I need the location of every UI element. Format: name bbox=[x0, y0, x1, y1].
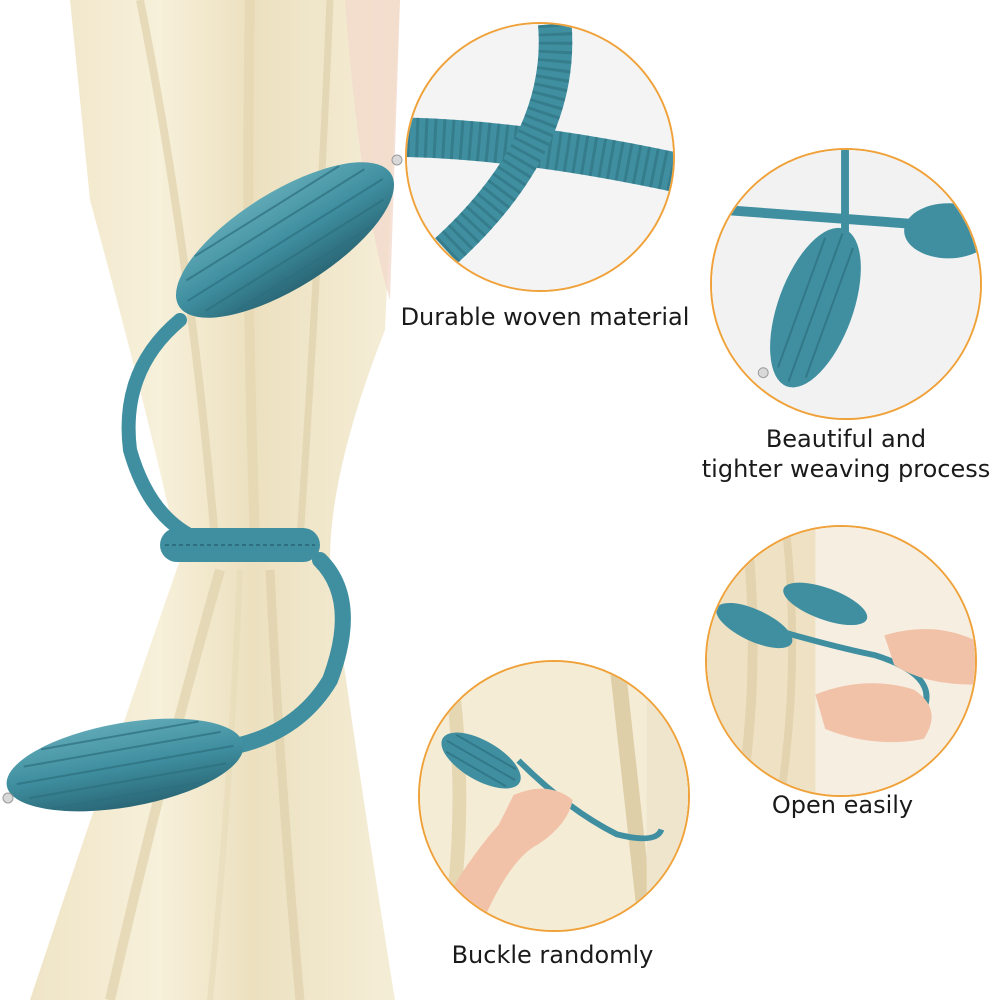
caption-weaving-process: Beautiful and tighter weaving process bbox=[701, 425, 991, 483]
hands-opening-tieback-illustration bbox=[707, 527, 975, 795]
feature-image-weaving-process bbox=[710, 148, 982, 420]
caption-open-easily: Open easily bbox=[771, 791, 914, 819]
feature-image-open-easily bbox=[705, 525, 977, 797]
hero-product-image bbox=[0, 0, 420, 1002]
hand-buckling-tieback-illustration bbox=[420, 662, 688, 930]
feature-image-buckle-randomly bbox=[418, 660, 690, 932]
caption-durable-woven-material: Durable woven material bbox=[400, 303, 690, 331]
caption-buckle-randomly: Buckle randomly bbox=[451, 941, 654, 969]
braided-cord-closeup-illustration bbox=[407, 24, 673, 290]
bead-and-cord-illustration bbox=[712, 150, 980, 418]
curtain-with-tieback-illustration bbox=[2, 0, 403, 1002]
feature-image-woven-material bbox=[405, 22, 675, 292]
